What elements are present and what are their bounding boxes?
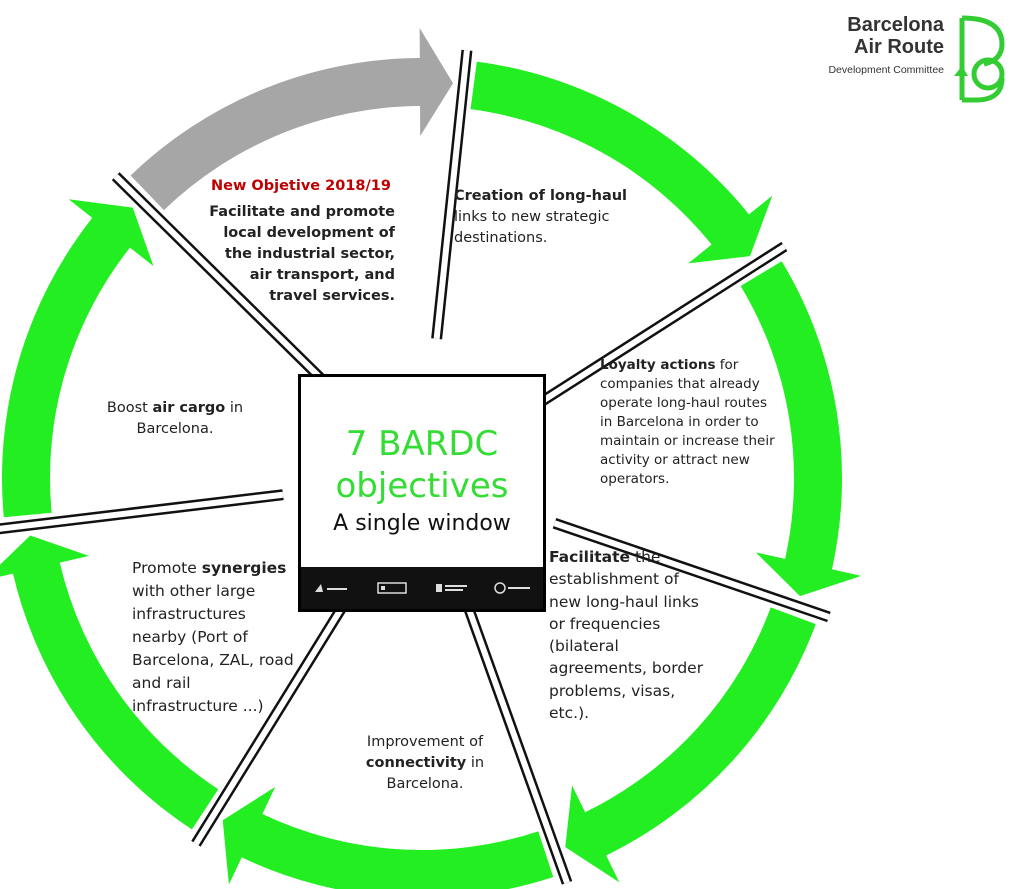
objective-long-haul: Creation of long-haul links to new strat…: [454, 188, 628, 246]
bardc-mark-icon: [954, 15, 1005, 103]
arrow-facilitate: [565, 607, 816, 883]
brand-line-2: Air Route: [854, 36, 944, 58]
cycle-arrows: [0, 28, 862, 889]
bardc-logo: Barcelona Air Route Development Committe…: [818, 14, 1018, 104]
objective-synergies: Promote synergies with other large infra…: [132, 559, 294, 715]
objective-connectivity: Improvement of connectivity in Barcelona…: [365, 734, 485, 792]
center-title: 7 BARDC objectives: [335, 424, 509, 506]
segment-divider-inner-4: [193, 595, 351, 846]
segment-divider-inner-6: [113, 174, 325, 382]
brand-line-1: Barcelona: [847, 14, 944, 36]
ministry-logo-icon: [377, 582, 407, 594]
generalitat-logo-icon: [436, 584, 468, 592]
arrow-new-objective: [130, 28, 454, 211]
aena-logo-icon: [315, 584, 348, 592]
segment-divider-inner-2: [553, 520, 830, 620]
partner-logo-strip: [301, 567, 543, 609]
objective-facilitate-links: Facilitate the establishment of new long…: [549, 548, 704, 723]
segment-dividers: [0, 49, 831, 885]
ajuntament-logo-icon: [494, 582, 530, 594]
arrow-cargo: [1, 199, 154, 518]
arrow-loyalty: [740, 261, 862, 597]
objective-loyalty-actions: Loyalty actions for companies that alrea…: [600, 357, 775, 487]
objective-air-cargo: Boost air cargo in Barcelona.: [106, 400, 244, 437]
segment-divider-inner-5: [0, 491, 284, 532]
arrow-connectivity: [222, 786, 554, 889]
arrow-synergies: [0, 535, 219, 830]
segment-divider-inner-1: [538, 243, 786, 406]
center-subtitle: A single window: [333, 511, 511, 536]
objective-local-development: Facilitate and promote local development…: [209, 204, 395, 304]
segment-divider-inner-3: [466, 608, 570, 884]
new-objective-tag: New Objetive 2018/19: [211, 178, 391, 194]
segment-divider-inner-7: [433, 50, 470, 340]
brand-line-3: Development Committee: [828, 64, 944, 76]
arrow-long-haul: [470, 61, 773, 264]
center-objectives-box: 7 BARDC objectives A single window: [298, 374, 546, 612]
